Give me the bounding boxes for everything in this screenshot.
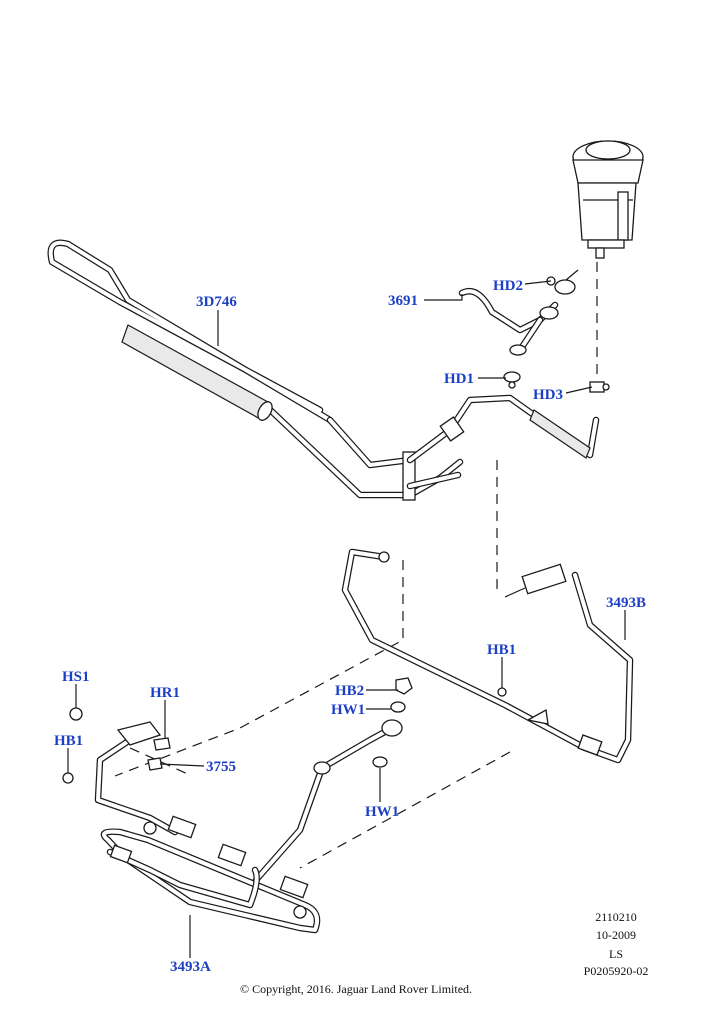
- bolt-hb1-left: [62, 772, 74, 784]
- clamp-hd3: [589, 381, 610, 393]
- callout-hr1: HR1: [150, 685, 180, 701]
- callout-hb2: HB2: [335, 683, 364, 699]
- washer-hw1-lower: [372, 756, 388, 768]
- cooler-loop-3d746: [47, 239, 414, 469]
- callout-hs1: HS1: [62, 669, 90, 685]
- fluid-reservoir: [572, 140, 644, 259]
- callout-3493a: 3493A: [170, 959, 211, 975]
- diagram-ls: LS: [609, 947, 623, 961]
- return-hose-to-reservoir: [406, 394, 600, 464]
- callout-hw1-upper: HW1: [331, 702, 365, 718]
- clamp-hd1: [503, 371, 521, 389]
- diagram-reference: P0205920-02: [584, 964, 649, 978]
- callout-hd2: HD2: [493, 278, 523, 294]
- callout-hb1-left: HB1: [54, 733, 83, 749]
- diagram-date: 10-2009: [596, 928, 636, 942]
- banjo-fitting-pipe: [252, 719, 403, 884]
- callout-hd1: HD1: [444, 371, 474, 387]
- callout-hb1-right: HB1: [487, 642, 516, 658]
- callout-3755: 3755: [206, 759, 236, 775]
- pressure-hose-3493b: [341, 548, 634, 764]
- retainer-hr1: [153, 737, 171, 751]
- pressure-hose-3493a: [94, 736, 321, 934]
- callout-3493b: 3493B: [606, 595, 646, 611]
- callout-hw1-lower: HW1: [365, 804, 399, 820]
- hose-3691: [458, 269, 579, 356]
- pressure-pipe-long: [121, 324, 464, 501]
- callout-3d746: 3D746: [196, 294, 237, 310]
- bolt-hb2: [395, 677, 413, 695]
- diagram-code: 2110210: [595, 910, 637, 924]
- washer-hw1-upper: [390, 701, 406, 713]
- copyright-notice: © Copyright, 2016. Jaguar Land Rover Lim…: [240, 982, 472, 996]
- bracket-3755: [116, 721, 163, 771]
- bolt-hb1-right: [497, 687, 507, 697]
- spacer-hs1: [69, 707, 83, 721]
- callout-hd3: HD3: [533, 387, 563, 403]
- callout-3691: 3691: [388, 293, 418, 309]
